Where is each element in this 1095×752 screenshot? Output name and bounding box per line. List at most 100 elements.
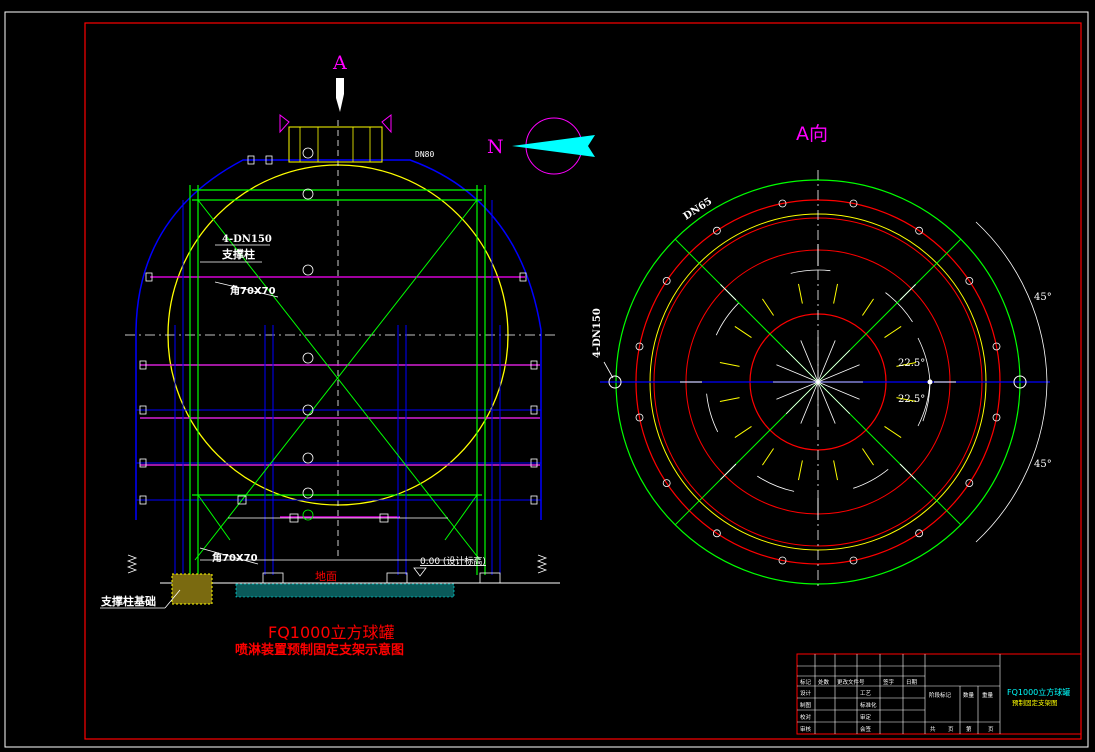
angle-lower-leader: [199, 547, 259, 565]
plan-nozzle: [712, 226, 721, 235]
foundation-label: 支撑柱基础: [100, 594, 156, 608]
radial-tick-outer: [899, 463, 916, 480]
angle-22-bottom: 22.5°: [898, 394, 925, 405]
dn80-label: DN80: [415, 150, 434, 159]
radial-tick: [762, 298, 774, 316]
blue-spray-lines: [136, 159, 541, 501]
magenta-frame-bars: [140, 276, 540, 518]
radial-tick: [896, 362, 917, 367]
support-column-label: 支撑柱: [221, 247, 255, 261]
platform-flag-left: [279, 113, 290, 134]
dn150-vertical-label: 4-DN150: [592, 308, 603, 358]
radial-star-line: [776, 381, 819, 400]
drawing-main-title: FQ1000立方球罐: [268, 623, 395, 642]
radial-ticks: [680, 244, 956, 520]
tb-sheet-3: 页: [988, 726, 994, 733]
top-platform: [288, 126, 383, 163]
radial-tick: [719, 362, 740, 367]
radial-tick: [833, 283, 838, 304]
plan-nozzle: [635, 413, 644, 422]
tb-mid-0: 工艺: [860, 690, 872, 697]
radial-tick-outer: [720, 284, 737, 301]
radial-tick-outer: [720, 463, 737, 480]
front-elevation: A DN80 4-DN150 支撑柱: [100, 52, 560, 658]
plan-nozzles: [635, 199, 1001, 565]
tb-sheet-2: 第: [966, 725, 972, 733]
tb-stage-1: 数量: [963, 691, 975, 699]
drawing-sub-title: 喷淋装置预制固定支架示意图: [235, 642, 404, 658]
angle-45-top: 45°: [1034, 292, 1052, 303]
north-label: N: [487, 136, 504, 158]
title-block-grid: [797, 654, 1001, 734]
tb-sheet-0: 共: [930, 725, 936, 733]
dim-arc-45-bottom: [975, 381, 1048, 543]
radial-star-line: [817, 364, 860, 383]
tb-left-0: 设计: [800, 689, 812, 697]
foundation-block: [171, 573, 213, 605]
radial-star-line: [817, 349, 851, 383]
radial-tick-outer: [899, 284, 916, 301]
spring-left-icon: [126, 554, 138, 574]
platform-rails: [299, 127, 371, 162]
tb-mid-2: 审定: [860, 713, 872, 721]
drawing-frame: [84, 22, 1082, 740]
tb-mid-3: 会签: [860, 725, 872, 733]
radial-star-line: [785, 349, 819, 383]
tb-left-2: 校对: [800, 713, 812, 721]
radial-star-line: [800, 381, 819, 424]
plan-nozzle: [915, 226, 924, 235]
support-columns: [189, 185, 486, 575]
radial-star-line: [785, 381, 819, 415]
radial-tick: [862, 448, 874, 466]
tb-mid-1: 标准化: [860, 701, 877, 709]
ground-hatch: [235, 583, 455, 598]
plan-nozzle-right: [1013, 375, 1027, 389]
radial-star-line: [817, 381, 836, 424]
plan-nozzle: [778, 556, 787, 565]
radial-tick: [862, 298, 874, 316]
radial-tick: [884, 326, 902, 338]
tb-header-1: 处数: [818, 678, 830, 686]
ring-markers: [302, 147, 314, 521]
plan-nozzle: [992, 342, 1001, 351]
tb-left-1: 制图: [800, 701, 812, 709]
radial-star-line: [817, 381, 860, 400]
plan-nozzle: [778, 199, 787, 208]
tb-drawing-title-2: 预制固定支架图: [1012, 698, 1058, 707]
plan-nozzle: [662, 479, 671, 488]
dim-arc-22-bottom: [917, 381, 931, 427]
elevation-label: 0.00 (设计标高): [420, 555, 486, 567]
title-block-frame: [796, 653, 1082, 735]
radial-star-line: [800, 340, 819, 383]
tb-sheet-1: 页: [948, 726, 954, 733]
sheet-border: [4, 11, 1089, 748]
angle-upper-leader: [214, 281, 279, 298]
radial-tick: [833, 460, 838, 481]
north-arrow-icon: [512, 135, 595, 157]
tb-header-2: 更改文件号: [837, 678, 865, 686]
plan-nozzle: [915, 529, 924, 538]
dn150-label: 4-DN150: [222, 234, 272, 245]
spring-right-icon: [536, 554, 548, 574]
title-block: 标记 处数 更改文件号 签字 日期 设计 制图 校对 审核 工艺 标准化 审定 …: [796, 653, 1082, 735]
view-arrow-icon: [336, 78, 344, 112]
radial-tick: [734, 426, 752, 438]
view-arrow-label: A: [332, 52, 347, 74]
foundation-leader-2: [164, 589, 181, 609]
radial-star-line: [776, 364, 819, 383]
plan-nozzle: [712, 529, 721, 538]
plan-view-title: A向: [796, 123, 828, 145]
elevation-marker-icon: [413, 567, 427, 577]
lower-braces: [200, 517, 478, 561]
radial-tick: [719, 397, 740, 402]
platform-flag-right: [381, 113, 392, 134]
spray-arc-outer: [135, 159, 542, 520]
dn65-label: DN65: [682, 196, 715, 223]
plan-nozzle: [849, 199, 858, 208]
plan-nozzle: [849, 556, 858, 565]
north-arrow: N: [487, 117, 595, 175]
tb-header-4: 日期: [906, 679, 918, 686]
radial-star: [773, 337, 863, 427]
plan-nozzle: [662, 276, 671, 285]
